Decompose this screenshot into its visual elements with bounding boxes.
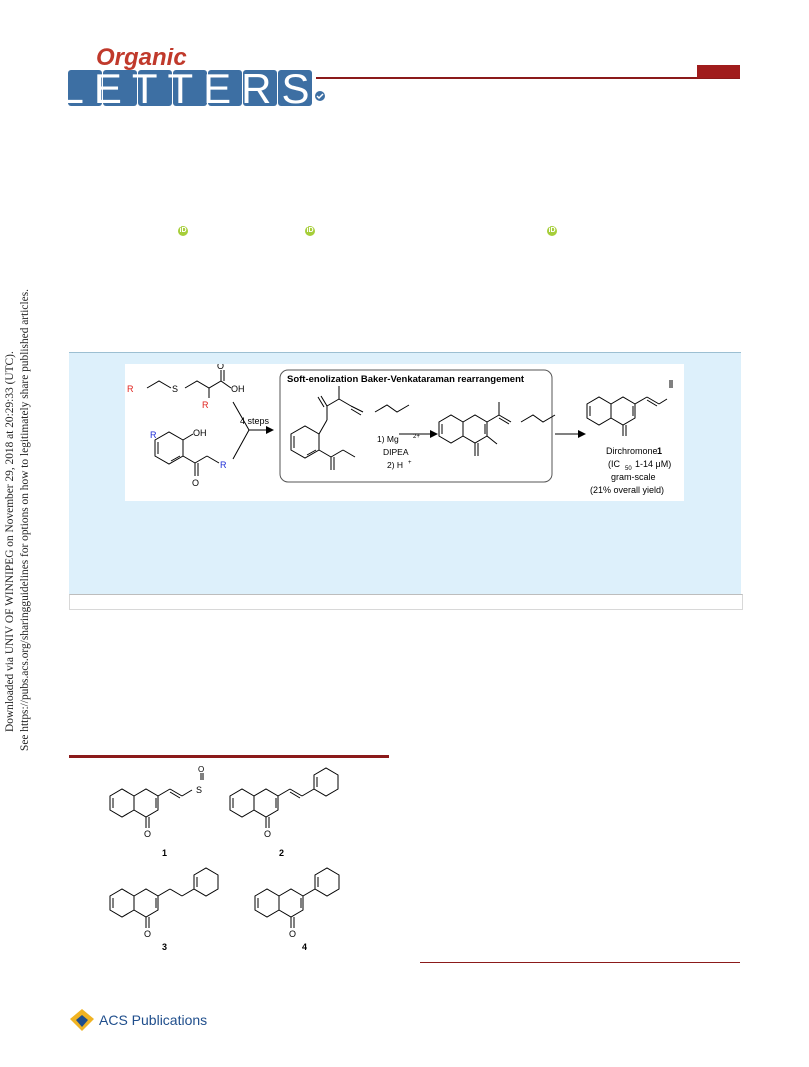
orcid-icon[interactable]: iD [178,226,188,236]
o-atom: O [264,829,271,839]
orcid-icon[interactable]: iD [547,226,557,236]
o-label: O [217,364,224,371]
oh-label: OH [231,384,245,394]
abstract-footer-bar [69,594,743,610]
download-notice-line1: Downloaded via UNIV OF WINNIPEG on Novem… [4,351,16,732]
r4-label: R [220,460,227,470]
download-notice-line2[interactable]: See https://pubs.acs.org/sharingguidelin… [19,289,31,751]
header-letter-badge [697,65,740,78]
scale-label: gram-scale [611,472,656,482]
condition-3: 2) H [387,460,403,470]
publisher-name[interactable]: ACS Publications [99,1012,208,1028]
figure-top-rule [69,755,389,758]
product-number: 1 [657,446,662,456]
condition-1-sup: 2+ [413,434,420,440]
compound-label-2: 2 [279,848,284,858]
logo-organic-text: Organic [96,48,187,71]
logo-letters-text: LETTERS [68,65,320,110]
steps-label: 4 steps [240,416,270,426]
r3-label: R [150,430,157,440]
r2-label: R [202,400,209,410]
oh-label-2: OH [193,428,207,438]
product-name: Dirchromone [606,446,658,456]
orcid-icon[interactable]: iD [305,226,315,236]
o-atom: O [198,766,204,774]
logo-letters-tiles [68,70,312,106]
ic50-sub: 50 [625,466,632,472]
ic50-prefix: (IC [608,459,620,469]
compound-label-1: 1 [162,848,167,858]
compound-label-4: 4 [302,942,307,952]
header-rule [316,77,740,79]
structures-figure: O S O O O O 1 2 3 4 [109,766,340,952]
download-notice: Downloaded via UNIV OF WINNIPEG on Novem… [0,289,40,760]
condition-2: DIPEA [383,447,409,457]
condition-3-sup: + [408,460,412,466]
o-atom: O [144,929,151,939]
o-label-2: O [192,478,199,488]
compound-label-3: 3 [162,942,167,952]
column-rule [420,962,740,963]
o-atom: O [144,829,151,839]
acs-logo-icon [70,1009,94,1031]
journal-logo: Organic LETTERS [68,48,325,110]
o-atom: O [289,929,296,939]
s-label: S [172,384,178,394]
s-atom: S [196,785,202,795]
condition-1: 1) Mg [377,434,399,444]
box-title: Soft-enolization Baker-Venkataraman rear… [287,374,525,385]
yield-label: (21% overall yield) [590,485,664,495]
ic50-value: 1-14 μM) [635,459,671,469]
toc-graphic: R S O OH R R OH O R 4 steps Soft-enoliza… [125,364,684,501]
r1-label: R [127,384,134,394]
